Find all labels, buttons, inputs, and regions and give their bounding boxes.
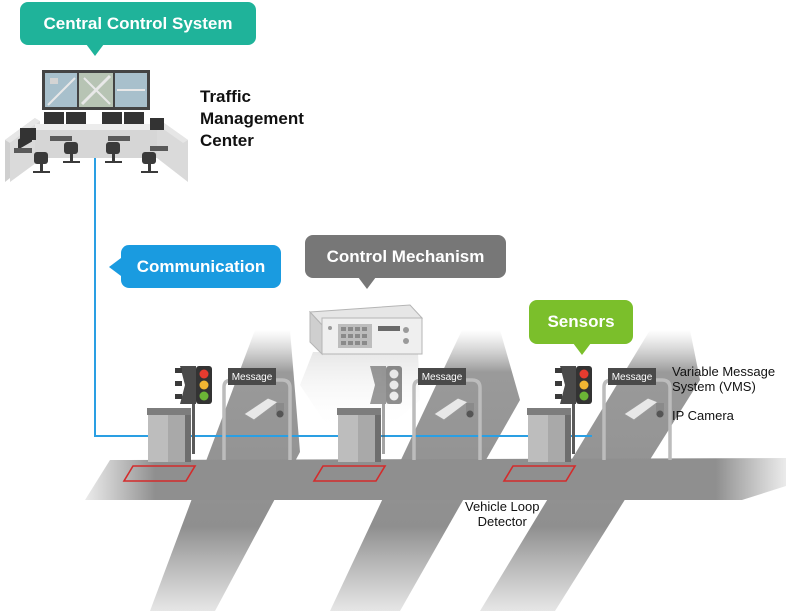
vms-sign-text: Message (232, 372, 273, 383)
ip-camera-icon (623, 397, 664, 421)
control-mechanism-callout: Control Mechanism (305, 235, 506, 278)
horizontal-road (85, 458, 786, 500)
roadside-station-1: Message (147, 366, 292, 462)
central-control-label: Central Control System (43, 13, 233, 33)
tmc-label-line-2: Management (200, 109, 304, 128)
traffic-management-center-label: Traffic Management Center (200, 86, 304, 152)
vms-sign-icon: Message (602, 368, 672, 460)
vms-sign-icon: Message (222, 368, 292, 460)
vehicle-loop-detectors (122, 465, 577, 482)
loop-detector-2 (312, 465, 387, 482)
control-room-icon (5, 70, 188, 182)
vms-label-line-1: Variable Message (672, 364, 776, 379)
central-callout-pointer (86, 44, 104, 56)
vms-sign-icon: Message (412, 368, 482, 460)
ip-camera-label: IP Camera (672, 408, 734, 423)
roadside-station-3: Message (527, 366, 672, 462)
roadside-station-2: Message (337, 366, 482, 462)
central-control-callout: Central Control System (20, 2, 256, 45)
controller-cabinet-icon (337, 408, 381, 462)
tmc-label-line-3: Center (200, 131, 254, 150)
communication-callout: Communication (121, 245, 281, 288)
controller-cabinet-icon (147, 408, 191, 462)
loop-detector-3 (502, 465, 577, 482)
communication-label: Communication (136, 256, 266, 276)
loop-label-line-1: Vehicle Loop (465, 499, 540, 514)
traffic-light-icon (370, 366, 402, 454)
vehicle-loop-detector-label: Vehicle Loop Detector (465, 499, 539, 529)
vms-label-line-2: System (VMS) (672, 379, 756, 394)
ip-camera-icon (433, 397, 474, 421)
control-callout-pointer (358, 277, 376, 289)
sensors-label: Sensors (547, 312, 615, 331)
traffic-light-icon (175, 366, 212, 454)
vms-label: Variable Message System (VMS) (672, 364, 775, 394)
communication-callout-pointer (109, 258, 121, 276)
sensors-callout: Sensors (529, 300, 633, 344)
tmc-label-line-1: Traffic (200, 87, 252, 106)
loop-detector-1 (122, 465, 197, 482)
control-device-icon (308, 304, 424, 356)
communication-line (94, 158, 592, 437)
traffic-light-icon (555, 366, 592, 454)
sensors-callout-pointer (573, 343, 591, 355)
vms-sign-text: Message (612, 372, 653, 383)
vms-sign-text: Message (422, 372, 463, 383)
controller-cabinet-icon (527, 408, 571, 462)
control-mechanism-label: Control Mechanism (326, 246, 485, 266)
loop-label-line-2: Detector (477, 514, 527, 529)
ip-camera-icon (243, 397, 284, 421)
